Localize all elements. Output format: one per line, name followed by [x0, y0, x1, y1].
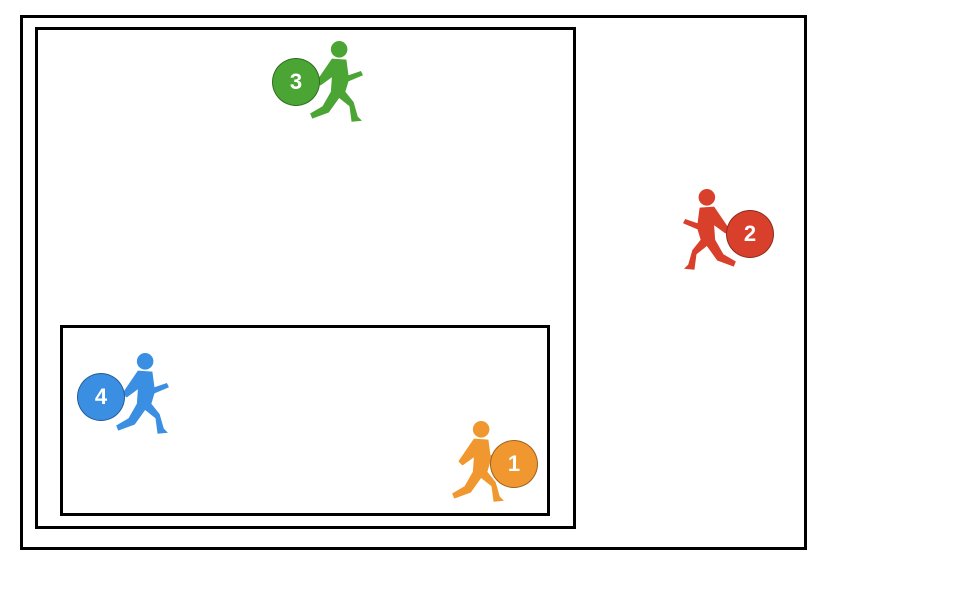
runner-1-icon — [452, 421, 505, 502]
runner-4-number: 4 — [94, 384, 108, 409]
outer-region — [20, 15, 807, 550]
runner-1-number: 1 — [507, 451, 521, 476]
runner-2-number: 2 — [743, 221, 757, 246]
middle-region — [35, 27, 576, 529]
runner-2-badge: 2 — [726, 210, 774, 258]
inner-region — [60, 325, 550, 516]
runner-1-badge: 1 — [490, 440, 538, 488]
runner-4-badge: 4 — [77, 373, 125, 421]
runner-3-icon — [310, 41, 363, 122]
runner-2-icon — [683, 189, 736, 270]
runner-3-badge: 3 — [272, 58, 320, 106]
runner-3-number: 3 — [289, 69, 303, 94]
runner-4-icon — [116, 353, 169, 434]
